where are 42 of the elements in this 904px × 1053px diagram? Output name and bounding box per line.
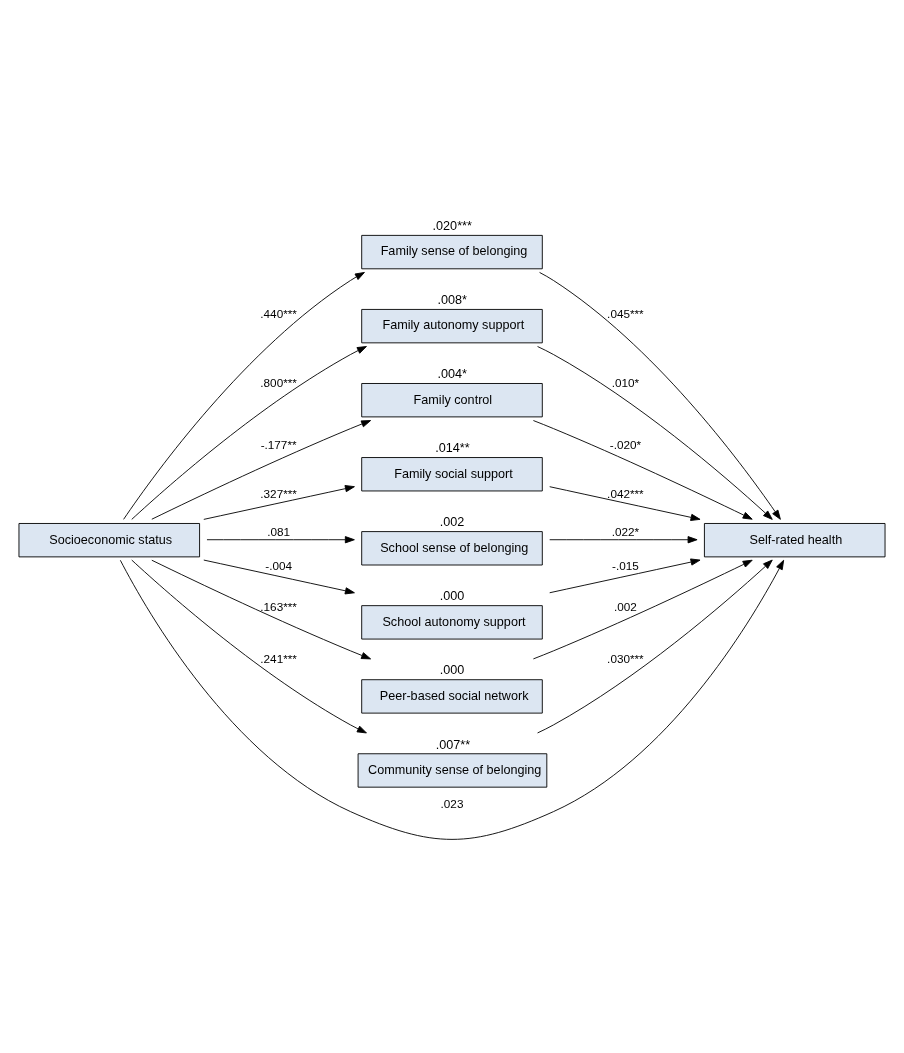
edge-label: .163*** [260,599,297,613]
edge-label: .023 [440,796,464,810]
arrow [151,559,372,659]
arrow [151,419,372,520]
edge-label: .010* [611,375,640,389]
arrow [206,535,355,543]
edge-label: .030*** [607,651,644,665]
arrow [532,559,753,659]
node-label: .000 [439,588,465,603]
edge-label: .440*** [260,306,297,320]
arrow [549,535,698,543]
node-label: .014** [435,440,470,455]
arrow [119,559,785,840]
edge-label: -.015 [612,558,639,572]
node-label: .002 [439,514,465,529]
arrow [549,557,701,593]
edge-label: -.004 [265,558,292,572]
arrow [549,485,701,521]
edge-label: .081 [267,524,291,538]
edge-label: .022* [611,524,640,538]
arrow [131,345,367,520]
edge-label: -.177** [260,437,297,451]
arrow [203,559,355,594]
arrow [123,271,365,520]
arrow [131,559,367,733]
arrow [537,559,773,733]
arrow [537,345,773,520]
edge-label: .042*** [607,486,644,500]
node-label: .004* [437,366,468,381]
edge-label: .045*** [607,306,644,320]
node-label: .008* [437,292,468,307]
edge-label: .800*** [260,375,297,389]
edge-label: .241*** [260,651,297,665]
edge-label: .327*** [260,486,297,500]
node-label: .007** [435,737,471,752]
arrow [539,271,781,520]
node-label: .000 [439,662,465,677]
arrow [532,419,753,520]
arrow [203,484,355,520]
edge-label: -.020* [609,437,642,451]
node-label: .020*** [432,218,472,233]
edge-label: .002 [613,599,637,613]
